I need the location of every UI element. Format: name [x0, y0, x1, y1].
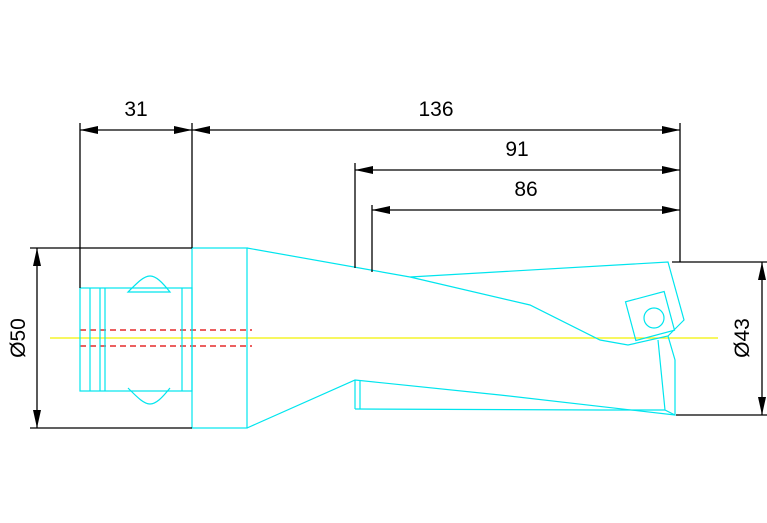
shank-outline [79, 287, 193, 392]
insert-outline [624, 290, 676, 342]
dimension-diameter-43: Ø43 [731, 262, 766, 415]
shank-flat-bottom [127, 387, 171, 405]
shank-flat-top [126, 275, 172, 293]
dimension-31: 31 [80, 98, 192, 134]
front-edge [657, 335, 676, 416]
extension-lines [30, 123, 767, 429]
flange-outline [191, 247, 248, 429]
dimension-label-diameter-50: Ø50 [7, 318, 30, 358]
body-upper-edge [246, 247, 685, 346]
insert-screw-icon [643, 307, 665, 329]
dimension-label-diameter-43: Ø43 [731, 318, 754, 358]
dimension-diameter-50: Ø50 [7, 248, 41, 428]
dimension-label-86: 86 [514, 178, 537, 201]
dimension-86: 86 [372, 178, 680, 214]
flute-lower-curve [354, 408, 665, 411]
dimension-label-136: 136 [418, 98, 453, 121]
dimension-label-31: 31 [124, 98, 147, 121]
drill-body-outline [79, 247, 685, 429]
dimension-label-91: 91 [505, 138, 528, 161]
dimension-136: 136 [192, 98, 680, 134]
dimension-91: 91 [355, 138, 680, 174]
body-lower-edge [246, 379, 676, 429]
